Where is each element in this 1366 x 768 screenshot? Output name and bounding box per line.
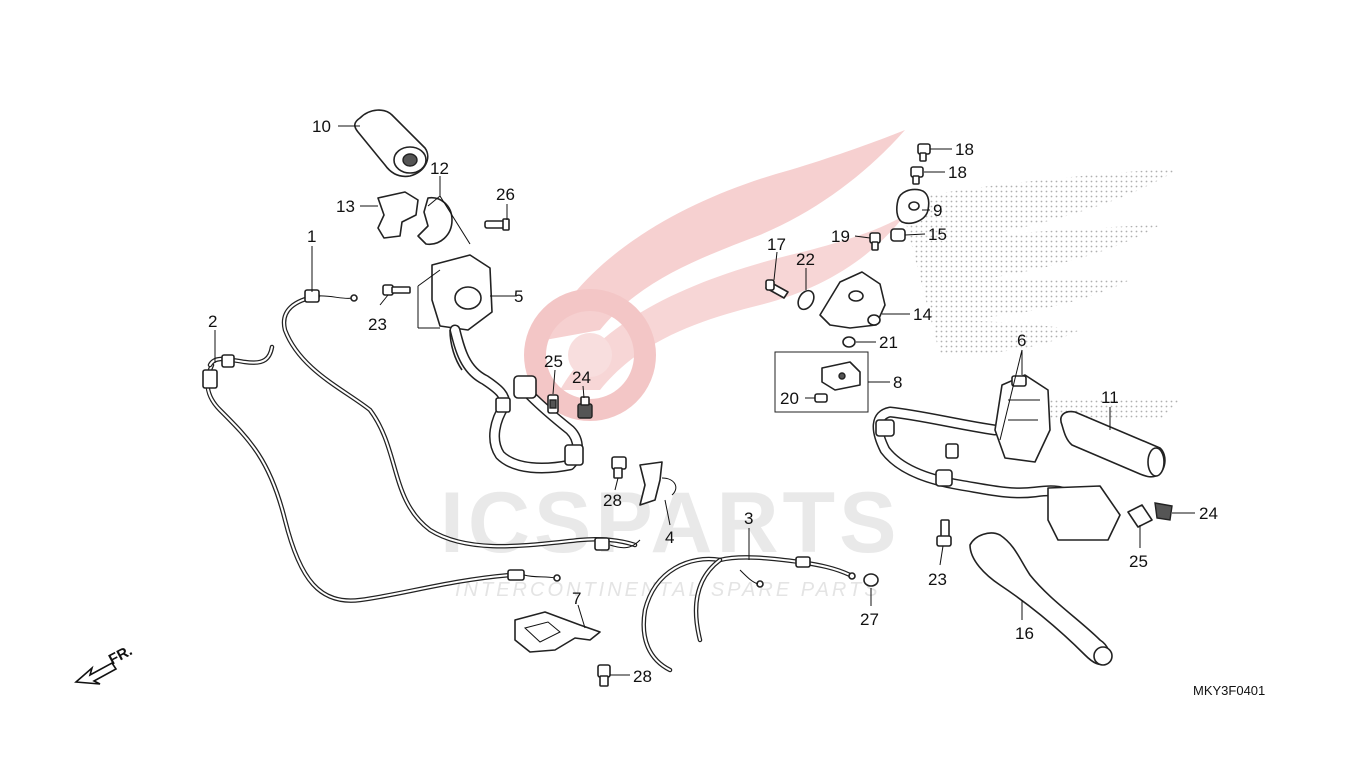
callout-7: 7	[572, 589, 581, 608]
part-19-screw[interactable]	[869, 232, 881, 251]
callout-26: 26	[496, 185, 515, 204]
callout-numbers: 10 12 13 26 1 2 5 23 25 24 28 4 7 28 3 2…	[208, 117, 1218, 686]
callout-20: 20	[780, 389, 799, 408]
diagram-code: MKY3F0401	[1193, 683, 1265, 698]
front-direction-indicator: FR.	[74, 642, 135, 685]
part-25-connector-right[interactable]	[1127, 504, 1153, 528]
callout-13: 13	[336, 197, 355, 216]
callout-16: 16	[1015, 624, 1034, 643]
callout-11: 11	[1101, 388, 1119, 407]
callout-10: 10	[312, 117, 331, 136]
part-23-screw-right[interactable]	[936, 519, 952, 547]
part-25-connector-left[interactable]	[547, 394, 559, 414]
callout-1: 1	[307, 227, 316, 246]
callout-24b: 24	[1199, 504, 1218, 523]
part-13-holder-half[interactable]	[377, 191, 419, 239]
callout-14: 14	[913, 305, 932, 324]
part-24-connector-right[interactable]	[1154, 502, 1173, 521]
watermark-logo	[524, 130, 1180, 421]
part-23-screw-left[interactable]	[382, 284, 411, 296]
part-26-screw[interactable]	[484, 218, 510, 231]
callout-8: 8	[893, 373, 902, 392]
callout-24a: 24	[572, 368, 591, 387]
part-3-clutch-cable[interactable]	[641, 555, 856, 673]
part-5-harness	[449, 324, 584, 474]
callout-27: 27	[860, 610, 879, 629]
part-16-clutch-lever[interactable]	[969, 532, 1113, 666]
part-24-connector-left[interactable]	[577, 396, 593, 419]
part-28-bolt-lower[interactable]	[597, 664, 611, 687]
callout-12: 12	[430, 159, 449, 178]
callout-23a: 23	[368, 315, 387, 334]
part-11-left-grip[interactable]	[1060, 410, 1166, 478]
callout-6: 6	[1017, 331, 1026, 350]
callout-4: 4	[665, 528, 674, 547]
watermark-brand: ICSPARTS	[440, 475, 900, 571]
callout-19: 19	[831, 227, 850, 246]
part-4-cable-clamp[interactable]	[639, 461, 677, 506]
part-7-bracket[interactable]	[514, 611, 601, 653]
part-21-nut[interactable]	[842, 336, 856, 348]
callout-25a: 25	[544, 352, 563, 371]
callout-18b: 18	[948, 163, 967, 182]
callout-22: 22	[796, 250, 815, 269]
callout-9: 9	[933, 201, 942, 220]
callout-leaders	[214, 125, 1195, 676]
part-22-washer[interactable]	[795, 288, 817, 312]
callout-18a: 18	[955, 140, 974, 159]
part-17-screw[interactable]	[765, 279, 789, 299]
part-20-screw[interactable]	[814, 393, 828, 403]
callout-17: 17	[767, 235, 786, 254]
callout-23b: 23	[928, 570, 947, 589]
callout-21: 21	[879, 333, 898, 352]
part-6-left-harness	[872, 406, 1121, 541]
part-10-throttle-grip[interactable]	[354, 109, 429, 178]
front-arrow-icon	[74, 661, 118, 685]
callout-28b: 28	[633, 667, 652, 686]
part-12-holder-half[interactable]	[417, 196, 453, 245]
callout-28a: 28	[603, 491, 622, 510]
callout-25b: 25	[1129, 552, 1148, 571]
part-15-screw[interactable]	[890, 228, 906, 242]
part-18-screw-second[interactable]	[910, 166, 924, 185]
part-18-screw-top[interactable]	[917, 143, 931, 162]
part-27-nut[interactable]	[863, 573, 879, 587]
watermark-tagline: INTERCONTINENTAL SPARE PARTS	[455, 579, 881, 601]
part-9-holder[interactable]	[896, 188, 930, 225]
part-2-throttle-cable[interactable]	[202, 344, 561, 603]
callout-3: 3	[744, 509, 753, 528]
callout-15: 15	[928, 225, 947, 244]
callout-5: 5	[514, 287, 523, 306]
part-14-lever-bracket[interactable]	[819, 271, 886, 329]
part-6-left-switch-housing[interactable]	[994, 374, 1051, 463]
callout-2: 2	[208, 312, 217, 331]
